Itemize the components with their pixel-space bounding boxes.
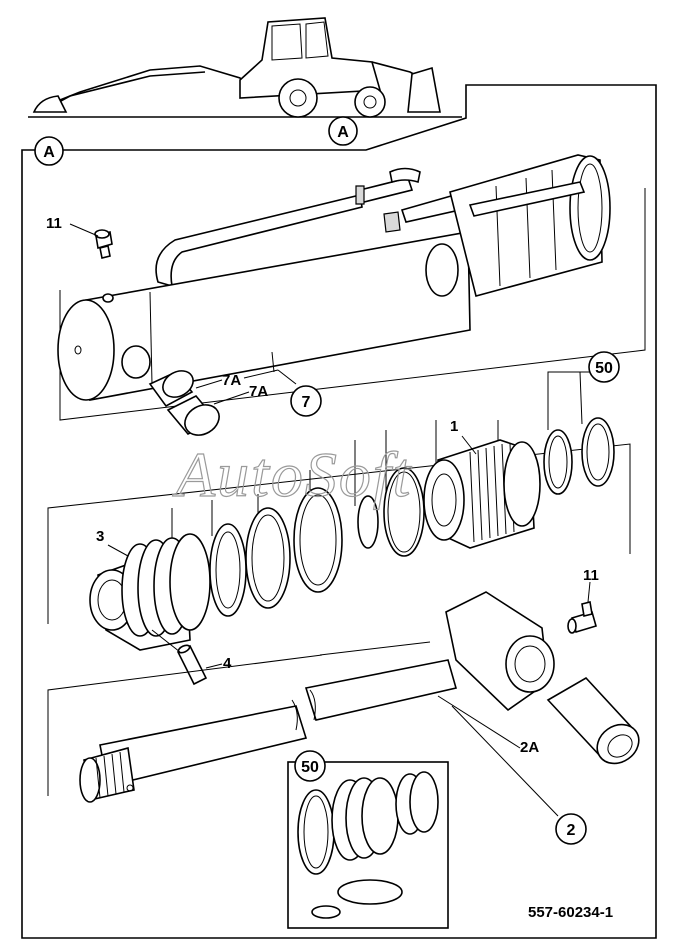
piston-seal-section: 50 3 1: [47, 351, 631, 686]
svg-text:50: 50: [595, 360, 613, 377]
bushing-7a-lower: [166, 395, 220, 436]
piston-1: [423, 439, 541, 549]
bushing-7a-upper: [148, 370, 194, 408]
view-a-callout-frame: A: [34, 136, 64, 166]
svg-text:7: 7: [302, 394, 311, 411]
svg-text:A: A: [43, 144, 55, 161]
o-ring-large: [383, 467, 425, 557]
view-a-frame: [21, 84, 657, 939]
pin-4: [176, 644, 208, 686]
backhoe-loader-thumbnail: [28, 17, 462, 118]
seal-ring-a: [209, 523, 247, 617]
svg-text:2: 2: [567, 822, 576, 839]
grease-nipple-11-right: [567, 601, 597, 634]
rod-thread-end: [79, 746, 135, 803]
label-11-right: 11: [583, 567, 599, 584]
callout-50-inset: 50: [294, 750, 326, 782]
o-ring-small: [357, 495, 379, 549]
gland-3: [89, 533, 211, 651]
label-7a-2: 7A: [249, 383, 268, 400]
seal-ring-c: [293, 487, 343, 593]
wear-ring-a: [543, 429, 573, 495]
cylinder-barrel-section: 11 7A 7A 7: [46, 154, 646, 436]
grease-nipple-11-top: [94, 229, 113, 259]
label-1: 1: [450, 418, 458, 435]
wear-ring-b: [581, 417, 615, 487]
label-4: 4: [223, 655, 232, 672]
piston-rod-section: 11 2A 2: [47, 567, 640, 845]
drawing-number: 557-60234-1: [528, 904, 613, 921]
callout-7: 7: [290, 385, 322, 417]
svg-text:A: A: [337, 124, 349, 141]
svg-text:50: 50: [301, 759, 319, 776]
callout-2: 2: [555, 813, 587, 845]
label-3: 3: [96, 528, 104, 545]
label-11-top: 11: [46, 215, 62, 232]
autosoft-watermark: AutoSoft: [172, 439, 413, 510]
seal-ring-b: [245, 507, 291, 609]
label-7a-1: 7A: [222, 372, 241, 389]
seal-kit-inset: 50: [287, 750, 449, 929]
rod-eye: [445, 591, 555, 712]
callout-50-top: 50: [588, 351, 620, 383]
label-2a: 2A: [520, 739, 539, 756]
view-a-callout-top: A: [328, 116, 358, 146]
bushing-2a: [546, 676, 640, 765]
